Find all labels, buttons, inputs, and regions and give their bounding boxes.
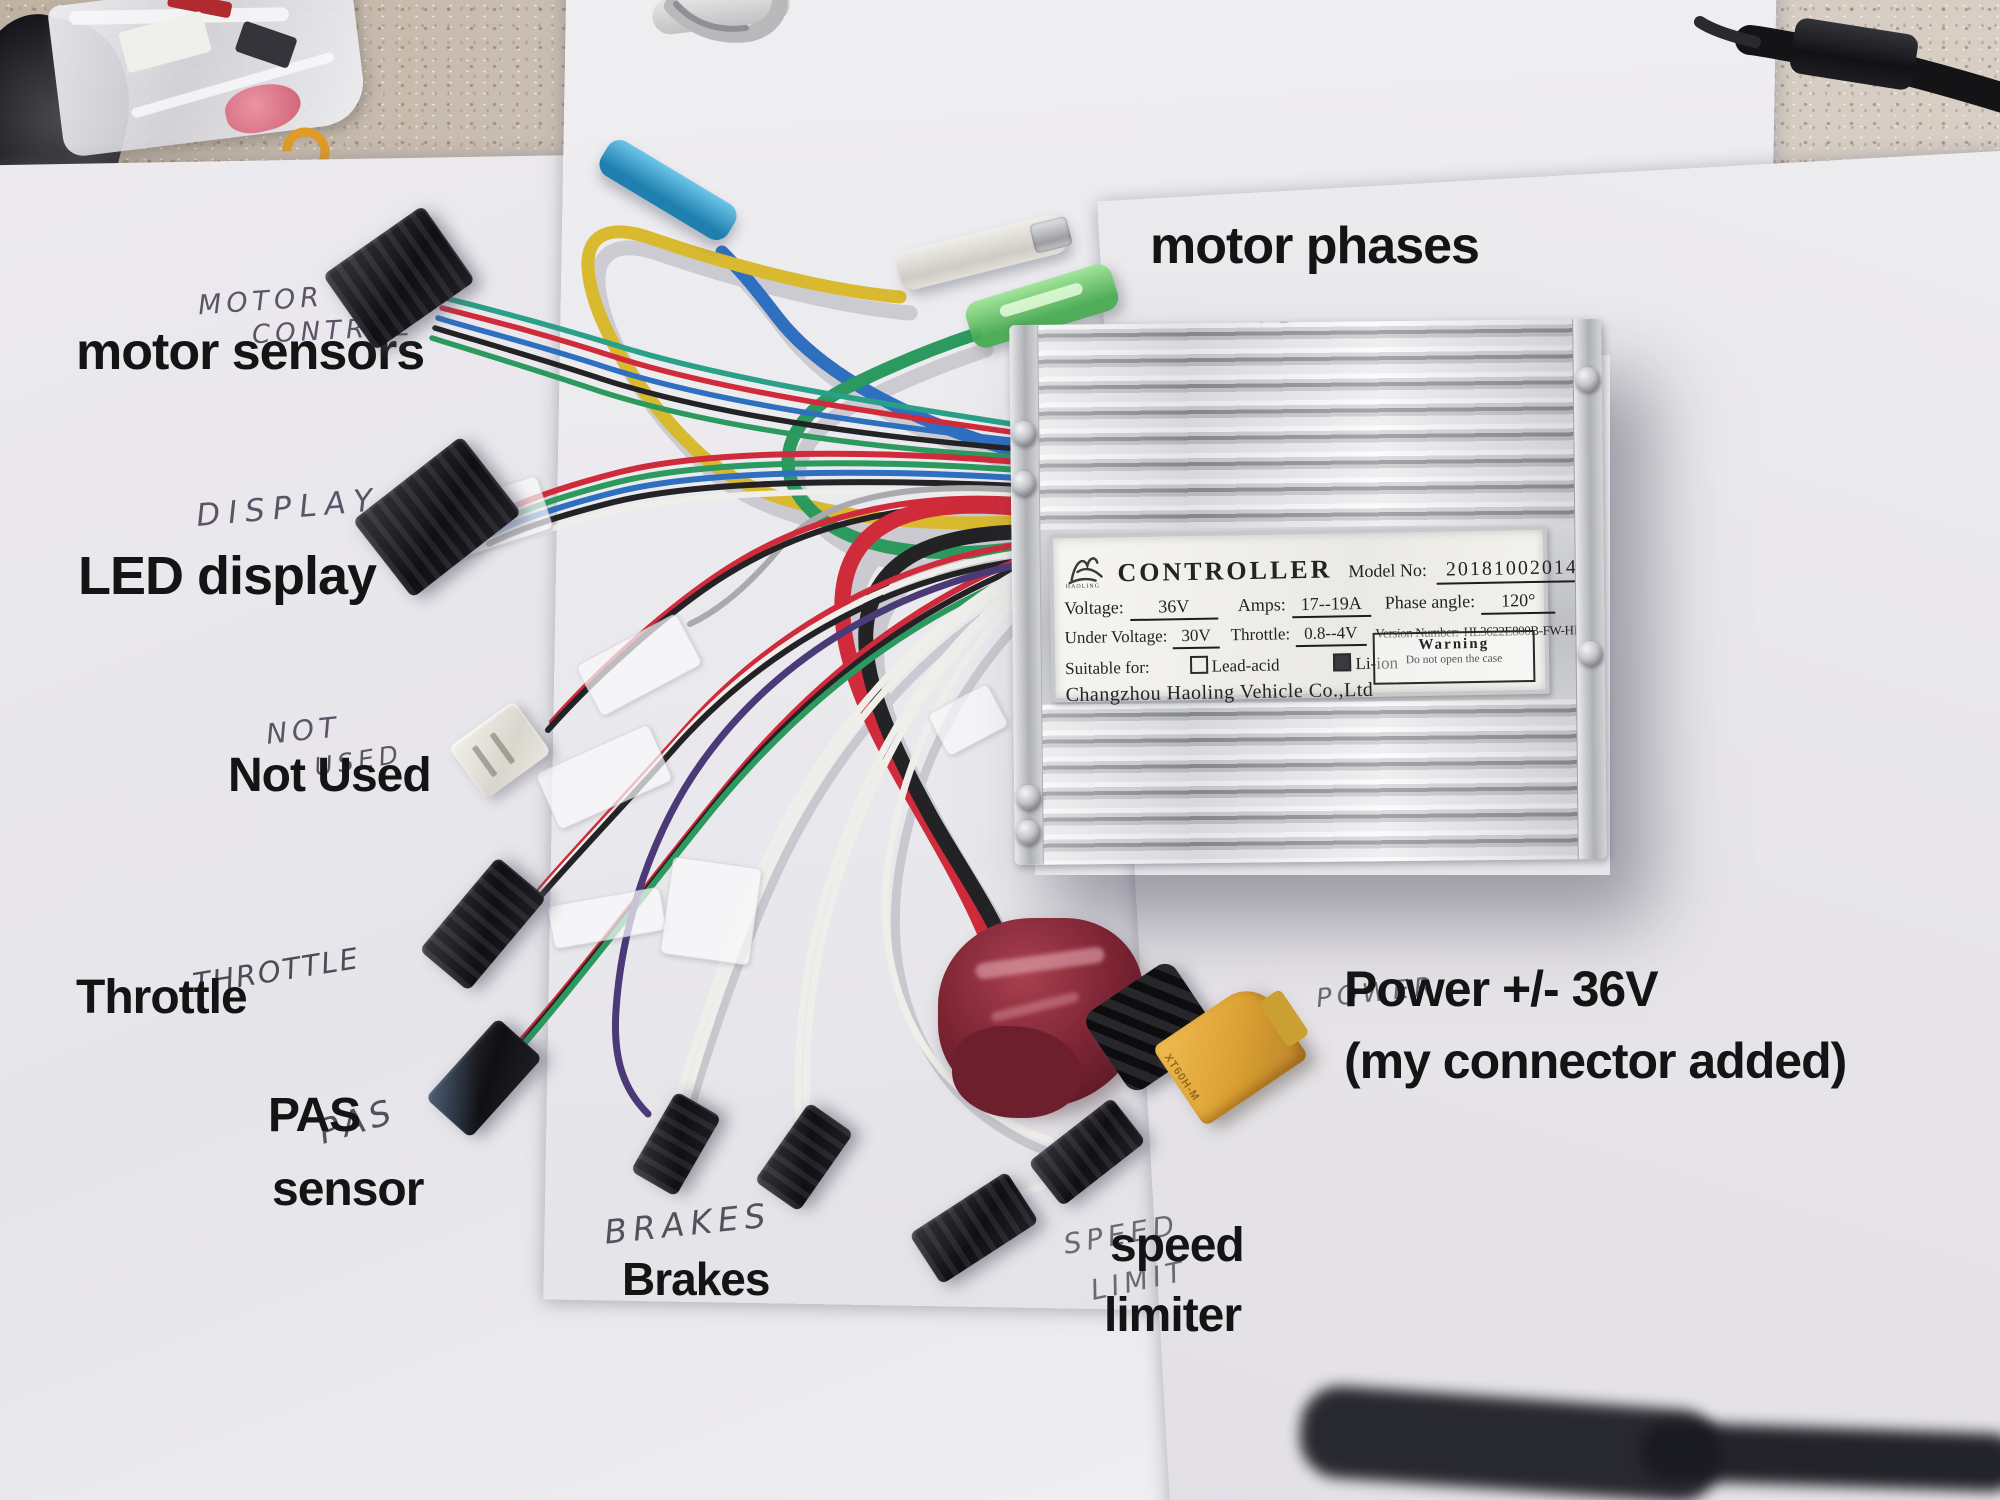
label-led-display: LED display bbox=[78, 546, 377, 606]
under-voltage-label: Under Voltage: bbox=[1064, 626, 1168, 648]
phase-angle-value: 120° bbox=[1481, 589, 1556, 615]
label-speed-2: limiter bbox=[1104, 1289, 1242, 1342]
label-motor-phases: motor phases bbox=[1150, 217, 1480, 275]
haoling-brand-text: HAOLING bbox=[1065, 583, 1101, 591]
amps-label: Amps: bbox=[1237, 594, 1286, 616]
checkbox-checked-icon bbox=[1333, 653, 1352, 672]
screw bbox=[1010, 470, 1036, 497]
voltage-label: Voltage: bbox=[1063, 597, 1124, 619]
throttle-range-value: 0.8--4V bbox=[1294, 622, 1367, 648]
label-pas-1: PAS bbox=[268, 1089, 361, 1142]
throttle-range-label: Throttle: bbox=[1230, 624, 1291, 645]
checkbox-unchecked-icon bbox=[1189, 655, 1208, 675]
screw bbox=[1015, 819, 1041, 846]
warning-box: Warning Do not open the case bbox=[1372, 629, 1536, 685]
connector-slot bbox=[471, 744, 498, 778]
amps-value: 17--19A bbox=[1291, 592, 1371, 619]
suitable-label: Suitable for: bbox=[1064, 657, 1150, 678]
screw bbox=[1574, 366, 1600, 393]
tape-piece bbox=[659, 856, 763, 966]
under-voltage-value: 30V bbox=[1172, 625, 1220, 650]
label-throttle: Throttle bbox=[76, 971, 248, 1024]
controller-fins-top bbox=[1009, 318, 1604, 531]
controller-label-plate: HAOLING CONTROLLER Model No: 20181002014… bbox=[1048, 525, 1588, 706]
bag-content-dark bbox=[234, 20, 298, 69]
lead-acid-text: Lead-acid bbox=[1211, 655, 1280, 676]
connector-slot bbox=[489, 731, 516, 765]
controller-flange-left bbox=[1009, 324, 1044, 866]
phase-angle-label: Phase angle: bbox=[1384, 591, 1476, 613]
screw bbox=[1016, 784, 1042, 811]
label-speed-1: speed bbox=[1110, 1219, 1245, 1272]
label-not-used: Not Used bbox=[228, 749, 432, 802]
controller-fins-bottom bbox=[1013, 698, 1607, 866]
label-power-2: (my connector added) bbox=[1344, 1033, 1847, 1089]
warning-text: Do not open the case bbox=[1405, 652, 1503, 667]
motor-controller: HAOLING CONTROLLER Model No: 20181002014… bbox=[1009, 318, 1607, 866]
screw bbox=[1011, 420, 1037, 447]
model-label: Model No: bbox=[1348, 559, 1428, 582]
plate-title: CONTROLLER bbox=[1117, 554, 1333, 588]
voltage-value: 36V bbox=[1129, 595, 1218, 622]
label-pas-2: sensor bbox=[272, 1163, 424, 1216]
controller-flange-right bbox=[1572, 318, 1607, 860]
label-brakes: Brakes bbox=[622, 1253, 770, 1305]
label-power-1: Power +/- 36V bbox=[1344, 961, 1659, 1017]
haoling-logo-icon: HAOLING bbox=[1063, 551, 1108, 591]
screw bbox=[1577, 640, 1603, 667]
model-value: 20181002014 bbox=[1436, 556, 1588, 585]
lead-acid-option: Lead-acid bbox=[1189, 654, 1280, 677]
